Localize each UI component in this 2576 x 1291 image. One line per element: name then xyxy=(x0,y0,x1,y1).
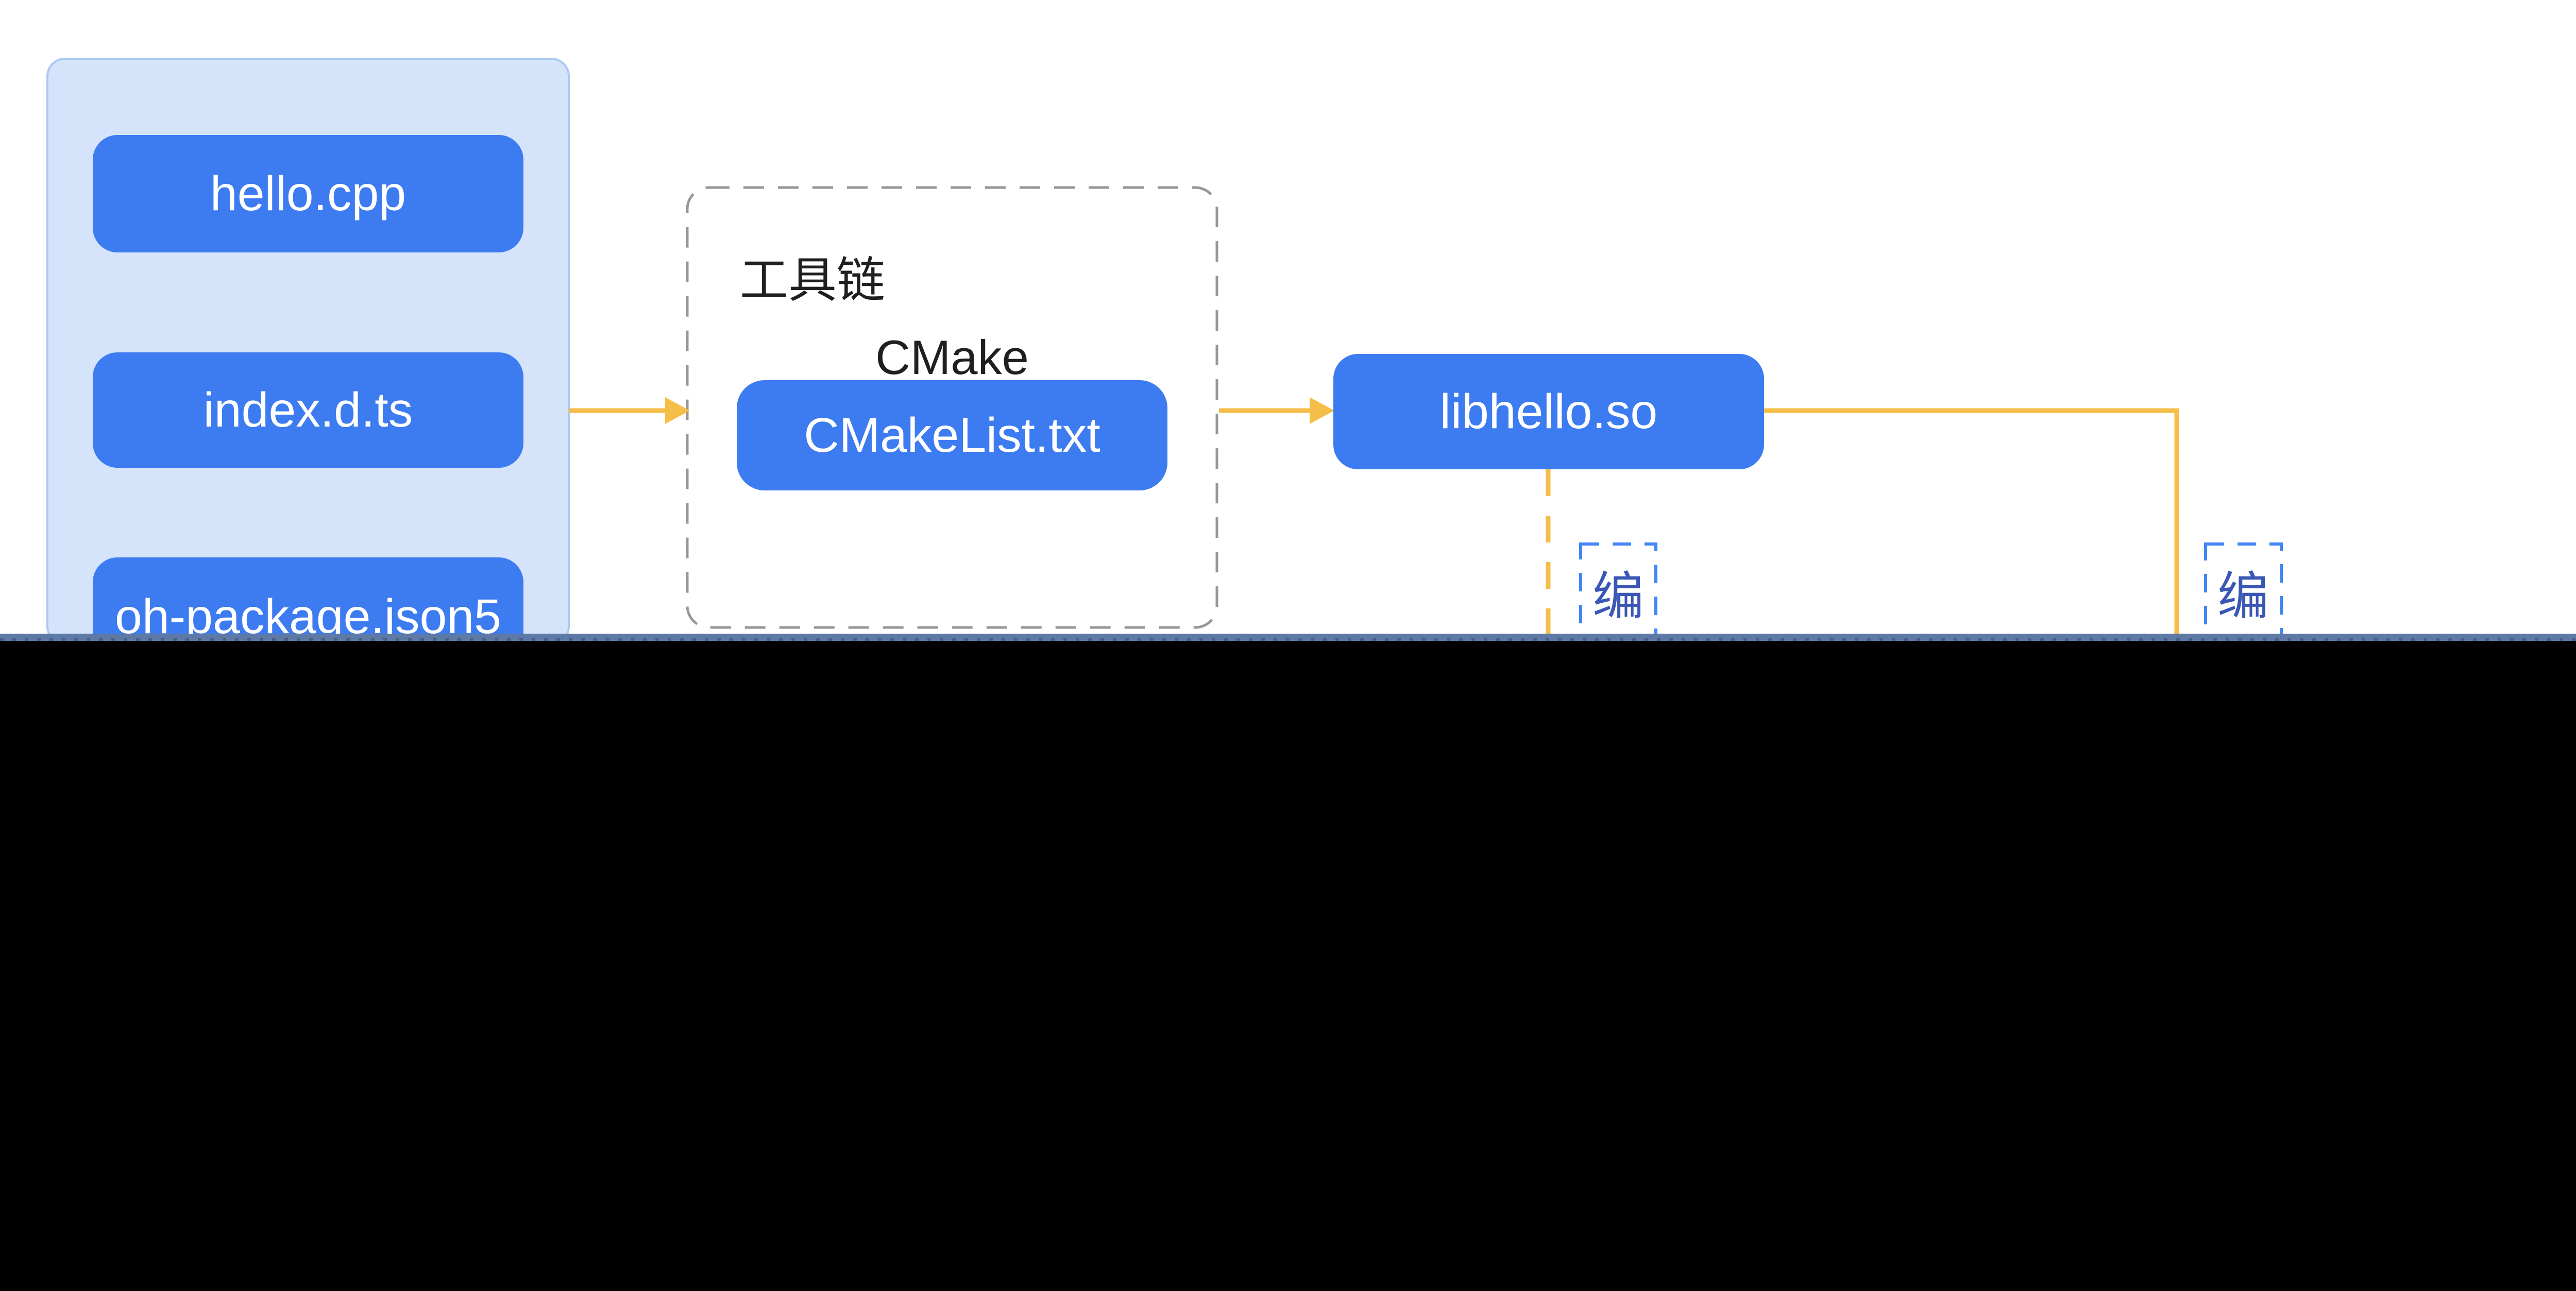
toolchain-title: 工具链 xyxy=(740,253,886,307)
arrowhead-toolchain-to-artifact-icon xyxy=(1310,397,1334,424)
compile-marker-right-label: 编 xyxy=(2217,568,2269,625)
compile-marker-left-label: 编 xyxy=(1592,568,1644,625)
compile-box-left-dashed-border xyxy=(1579,542,1657,654)
covered-region xyxy=(0,641,2576,1291)
toolchain-dashed-border xyxy=(686,186,1218,629)
file-node-index-d-ts: index.d.ts xyxy=(93,352,523,468)
toolchain-engine-label: CMake xyxy=(875,330,1029,384)
compile-box-right-dashed-border xyxy=(2204,542,2283,654)
divider-bar xyxy=(0,634,2576,641)
file-node-hello-cpp: hello.cpp xyxy=(93,135,523,252)
cmakelist-node: CMakeList.txt xyxy=(737,380,1167,490)
artifact-node-libhello-so: libhello.so xyxy=(1333,354,1764,469)
line-artifact-to-right-compile xyxy=(1764,408,2179,635)
arrowhead-sources-to-toolchain-icon xyxy=(665,397,690,424)
